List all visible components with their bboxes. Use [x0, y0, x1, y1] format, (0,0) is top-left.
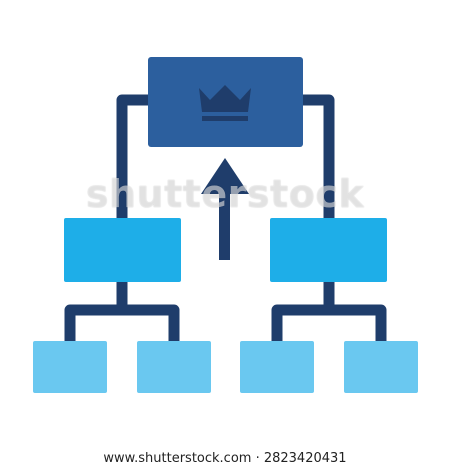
up-arrow-icon: [201, 158, 249, 260]
footer-credit: www.shutterstock.com · 2823420431: [103, 451, 347, 466]
footer-bar: [0, 446, 450, 470]
bottom-box-4: [344, 341, 418, 393]
right-branch-connector: [271, 282, 387, 345]
bottom-box-1: [33, 341, 107, 393]
bottom-connector-lines: [64, 282, 387, 345]
left-top-connector: [116, 94, 150, 222]
bottom-box-2: [137, 341, 211, 393]
middle-left-box: [64, 218, 181, 282]
right-top-connector: [300, 94, 335, 222]
middle-right-box: [270, 218, 387, 282]
bottom-box-3: [240, 341, 314, 393]
crown-icon: [199, 85, 251, 121]
top-connector-lines: [116, 94, 335, 222]
left-branch-connector: [64, 282, 180, 345]
